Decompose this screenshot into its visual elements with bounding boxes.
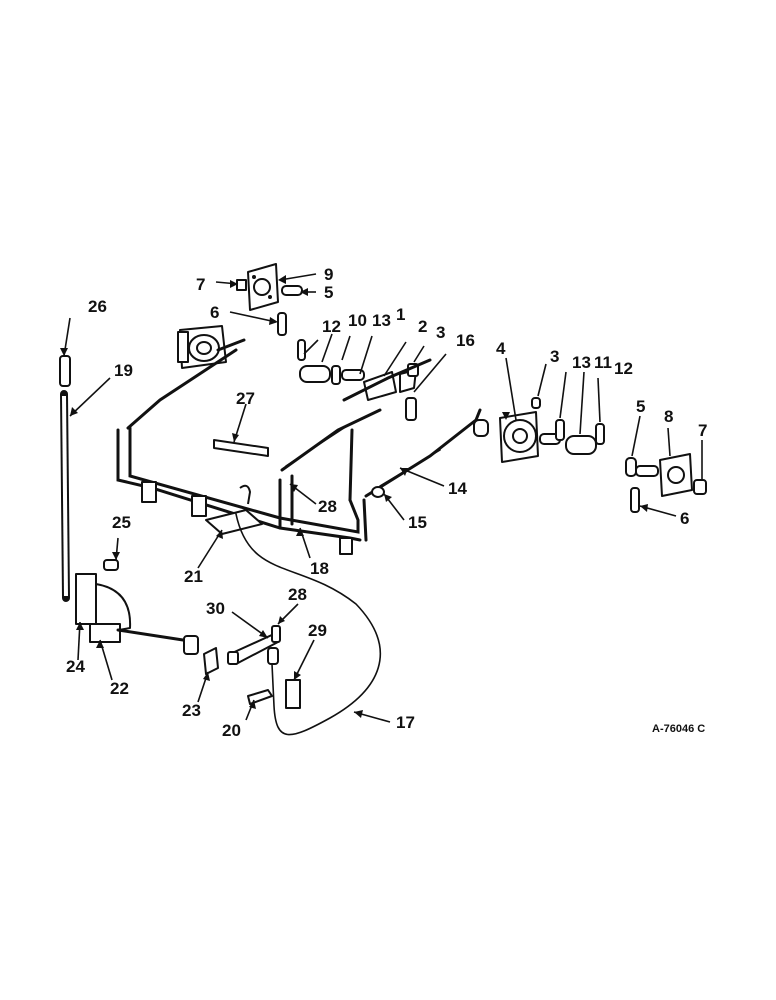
callout-c20: 20 bbox=[222, 721, 241, 740]
rod-end-15 bbox=[371, 486, 385, 498]
callout-c14: 14 bbox=[448, 479, 467, 498]
center-pivot-parts bbox=[297, 339, 432, 421]
callout-c3b: 3 bbox=[550, 347, 559, 366]
callout-c11: 11 bbox=[594, 353, 612, 372]
callout-c29: 29 bbox=[308, 621, 327, 640]
callout-c13b: 13 bbox=[572, 353, 591, 372]
callout-c3a: 3 bbox=[436, 323, 445, 342]
bearing-assembly-right bbox=[473, 397, 605, 463]
callout-c8: 8 bbox=[664, 407, 673, 426]
main-frame bbox=[116, 426, 368, 555]
callout-c28a: 28 bbox=[318, 497, 337, 516]
arrowheads bbox=[60, 275, 648, 718]
callout-c12a: 12 bbox=[322, 317, 341, 336]
bar-27 bbox=[213, 439, 269, 457]
callout-c16: 16 bbox=[456, 331, 475, 350]
callout-c26: 26 bbox=[88, 297, 107, 316]
callout-c6a: 6 bbox=[210, 303, 219, 322]
lever-quadrant bbox=[75, 559, 219, 675]
bearing-flange-upper bbox=[236, 263, 303, 336]
middle-link-rod bbox=[280, 408, 382, 472]
right-thread bbox=[379, 449, 441, 487]
callout-c2: 2 bbox=[418, 317, 427, 336]
upper-link-rod bbox=[126, 348, 238, 430]
callout-c12b: 12 bbox=[614, 359, 633, 378]
callout-c30: 30 bbox=[206, 599, 225, 618]
callout-c5a: 5 bbox=[324, 283, 333, 302]
callout-c21: 21 bbox=[184, 567, 203, 586]
thread-rod bbox=[285, 423, 351, 467]
callout-c28b: 28 bbox=[288, 585, 307, 604]
callout-c6b: 6 bbox=[680, 509, 689, 528]
reference-number: A-76046 C bbox=[652, 723, 705, 735]
callout-c19: 19 bbox=[114, 361, 133, 380]
bearing-flange-right bbox=[625, 453, 707, 513]
callout-c9: 9 bbox=[324, 265, 333, 284]
callout-c18: 18 bbox=[310, 559, 329, 578]
callout-c15: 15 bbox=[408, 513, 427, 532]
callout-c24: 24 bbox=[66, 657, 85, 676]
bracket-29 bbox=[285, 679, 301, 709]
leader-lines bbox=[63, 273, 703, 723]
callout-c17: 17 bbox=[396, 713, 415, 732]
callout-c4: 4 bbox=[496, 339, 506, 358]
callout-labels: 9 7 5 6 26 19 12 10 13 1 2 3 16 4 3 13 1… bbox=[66, 265, 707, 740]
callout-c7b: 7 bbox=[698, 421, 707, 440]
callout-c5b: 5 bbox=[636, 397, 645, 416]
callout-c22: 22 bbox=[110, 679, 129, 698]
bearing-block-left bbox=[177, 325, 246, 369]
callout-c25: 25 bbox=[112, 513, 131, 532]
parts-drawing bbox=[59, 263, 707, 736]
callout-c10: 10 bbox=[348, 311, 367, 330]
vertical-rod bbox=[59, 355, 71, 602]
clip-20 bbox=[247, 689, 273, 705]
callout-c13a: 13 bbox=[372, 311, 391, 330]
lever-30 bbox=[227, 625, 281, 665]
callout-c1: 1 bbox=[396, 305, 405, 324]
callout-c27: 27 bbox=[236, 389, 255, 408]
control-cable bbox=[235, 513, 382, 736]
callout-c23: 23 bbox=[182, 701, 201, 720]
callout-c7a: 7 bbox=[196, 275, 205, 294]
